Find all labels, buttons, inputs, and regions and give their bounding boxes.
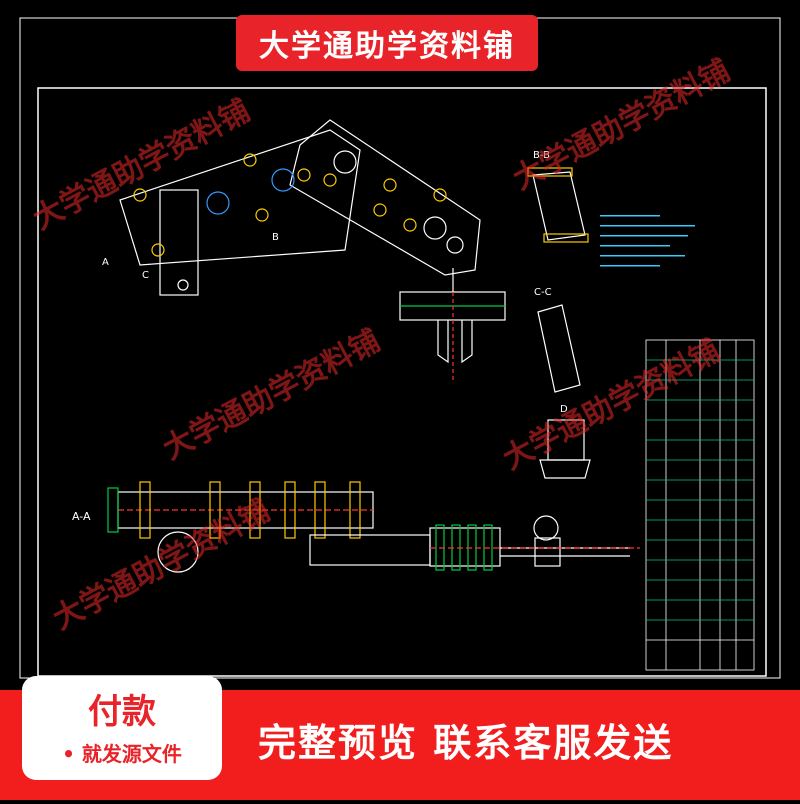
view-label-aa: A-A: [72, 510, 91, 523]
section-cc: [537, 304, 581, 393]
marker-a: A: [102, 257, 109, 268]
marker-c: C: [142, 270, 149, 281]
view-label-cc: C-C: [534, 287, 552, 298]
pay-subtitle: • 就发源文件: [62, 742, 182, 766]
view-d: [539, 419, 591, 479]
pay-title: 付款: [88, 692, 156, 732]
parts-list: [645, 339, 755, 671]
section-aa: [107, 481, 640, 573]
section-bb: [527, 167, 589, 243]
drawing-frame: [37, 87, 767, 677]
contact-cta: 完整预览 联系客服发送: [258, 721, 674, 765]
view-label-bb: B-B: [533, 150, 550, 161]
shop-banner: 大学通助学资料铺: [236, 15, 538, 71]
gripper: [399, 268, 506, 380]
arm-assembly: [119, 119, 481, 296]
tech-notes: [600, 215, 695, 267]
pay-button[interactable]: 付款 • 就发源文件: [22, 676, 222, 780]
view-label-d: D: [560, 404, 568, 415]
marker-b: B: [272, 232, 279, 243]
